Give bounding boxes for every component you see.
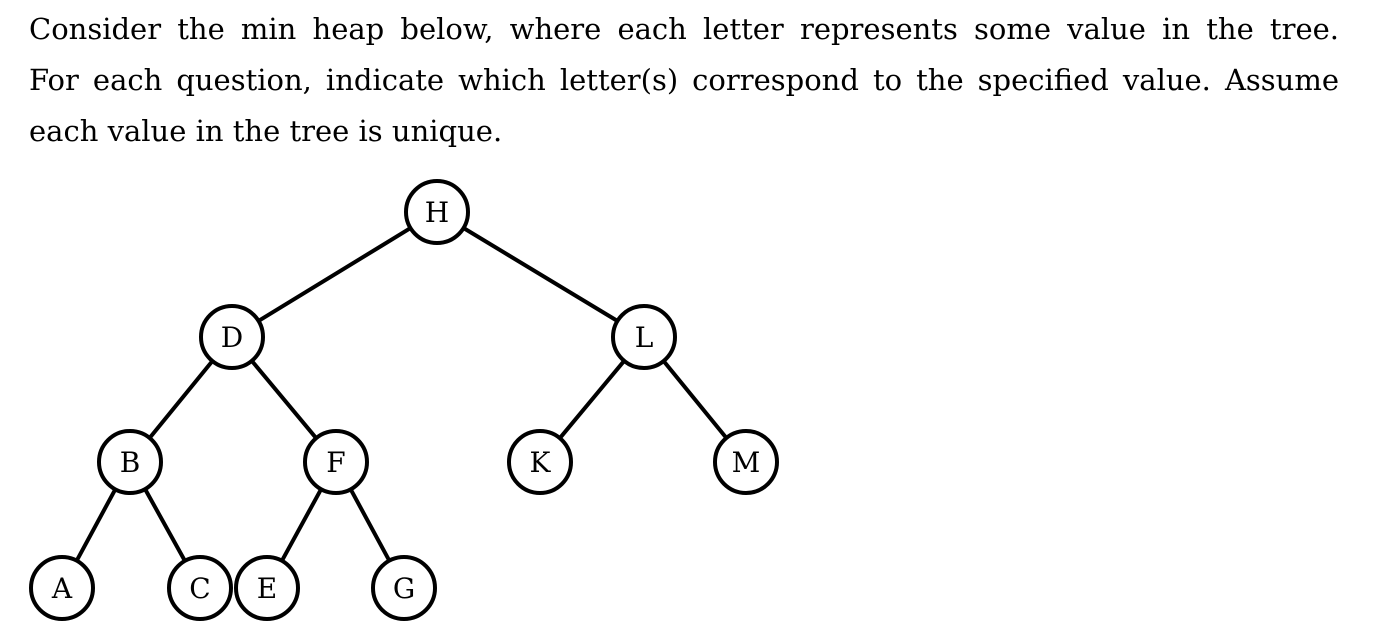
heap-node-d: D [199,304,265,370]
heap-node-f: F [303,429,369,495]
heap-node-label: L [635,321,654,354]
heap-node-label: A [51,572,73,605]
heap-node-m: M [713,429,779,495]
problem-statement-line-1: Consider the min heap below, where each … [29,12,1339,46]
edge-f-e [279,487,324,563]
heap-node-l: L [611,304,677,370]
heap-node-c: C [167,555,233,621]
heap-node-circle [29,555,95,621]
heap-node-circle [713,429,779,495]
edge-l-k [557,358,627,441]
edge-b-c [143,487,187,563]
edge-f-g [348,487,392,563]
heap-edges [74,226,729,563]
heap-node-circle [507,429,573,495]
heap-node-circle [303,429,369,495]
heap-node-label: E [257,572,277,605]
heap-node-circle [611,304,677,370]
heap-node-k: K [507,429,573,495]
heap-node-circle [97,429,163,495]
heap-node-label: C [189,572,210,605]
heap-node-a: A [29,555,95,621]
heap-node-label: F [326,446,345,479]
problem-statement: Consider the min heap below, where each … [29,4,1339,157]
heap-node-circle [167,555,233,621]
heap-node-label: G [393,572,415,605]
heap-node-b: B [97,429,163,495]
heap-node-circle [199,304,265,370]
heap-node-circle [234,555,300,621]
edge-b-a [74,487,118,563]
heap-node-label: H [425,196,449,229]
problem-statement-line-2: For each question, indicate which letter… [29,63,1339,97]
problem-statement-line-3: each value in the tree is unique. [29,114,503,148]
heap-nodes: H D L B F K M A C E G [29,179,779,621]
heap-node-circle [404,179,470,245]
edge-l-m [661,359,729,440]
heap-node-e: E [234,555,300,621]
edge-h-l [461,226,620,323]
edge-h-d [256,226,413,323]
heap-node-circle [371,555,437,621]
heap-node-label: D [221,321,243,354]
heap-node-label: B [120,446,141,479]
heap-node-label: K [530,446,552,479]
heap-node-label: M [732,446,761,479]
heap-node-h: H [404,179,470,245]
heap-node-g: G [371,555,437,621]
edge-d-f [249,358,319,441]
edge-d-b [147,359,215,440]
